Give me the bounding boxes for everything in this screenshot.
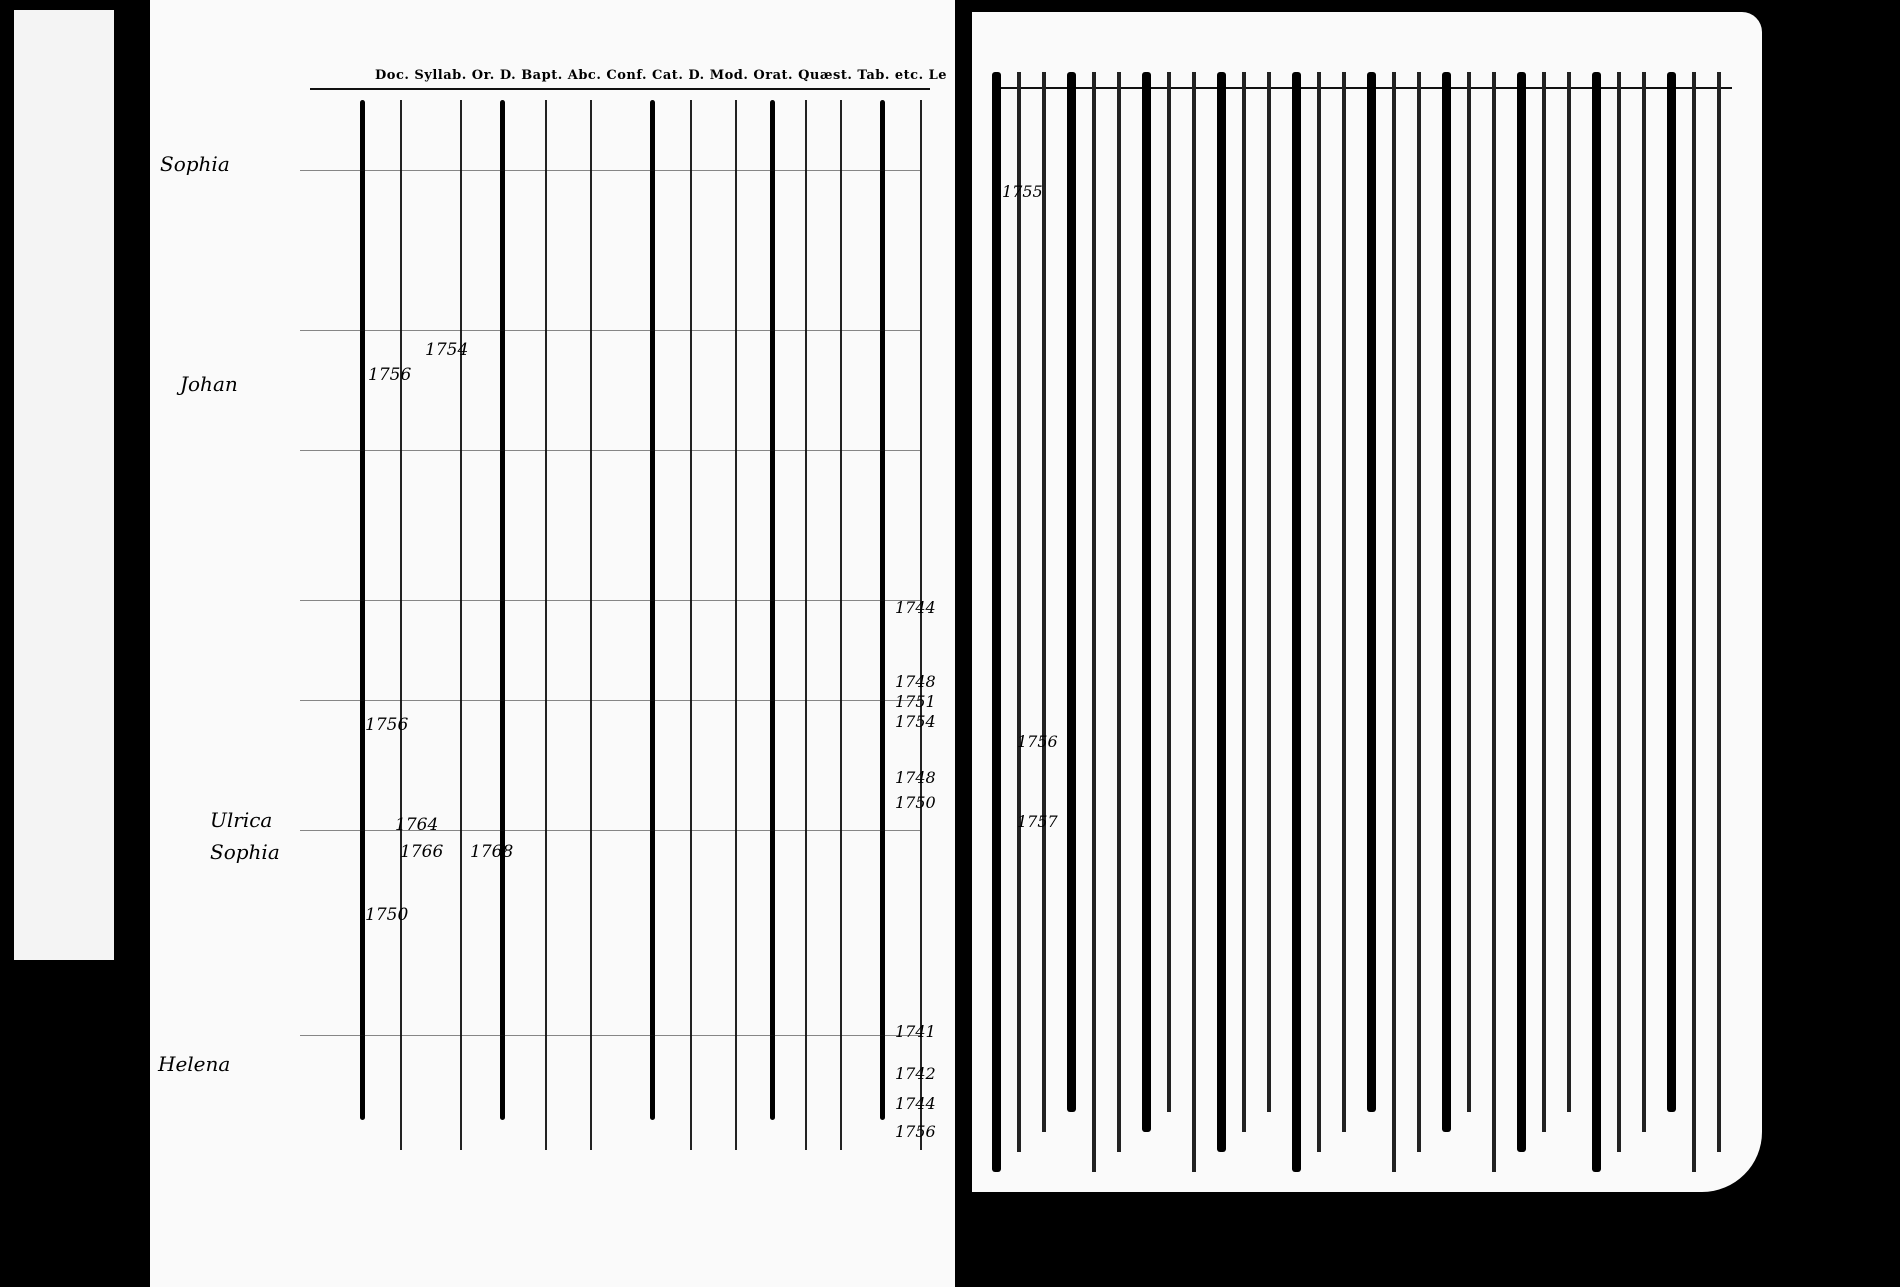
row-rule [300, 600, 920, 601]
header-rule [310, 88, 930, 90]
date-entry: 1766 [400, 842, 444, 862]
column-rule [770, 100, 775, 1120]
column-rule [840, 100, 842, 1150]
year-entry: 1756 [895, 1122, 936, 1141]
column-rule [992, 72, 1001, 1172]
row-rule [300, 1035, 920, 1036]
note-entry: 1755 [1002, 182, 1043, 201]
column-rule [1192, 72, 1196, 1172]
name-entry: Ulrica [210, 808, 273, 832]
column-rule [460, 100, 462, 1150]
column-rule [1617, 72, 1621, 1152]
column-rule [1592, 72, 1601, 1172]
year-entry: 1741 [895, 1022, 936, 1041]
column-rule [1292, 72, 1301, 1172]
column-rule [1092, 72, 1096, 1172]
column-rule [1417, 72, 1421, 1152]
column-rule [1492, 72, 1496, 1172]
name-entry: Sophia [160, 152, 230, 176]
column-rule [1667, 72, 1676, 1112]
note-entry: 1757 [1017, 812, 1058, 831]
date-entry: 1756 [368, 365, 412, 385]
column-rule [1142, 72, 1151, 1132]
column-rule [805, 100, 807, 1150]
column-rule [1342, 72, 1346, 1132]
column-rule [360, 100, 365, 1120]
column-rule [1267, 72, 1271, 1112]
column-rule [1642, 72, 1646, 1132]
column-rule [1517, 72, 1526, 1152]
name-entry: Johan [180, 372, 238, 396]
year-entry: 1750 [895, 793, 936, 812]
year-entry: 1748 [895, 768, 936, 787]
year-entry: 1748 [895, 672, 936, 691]
column-rule [1017, 72, 1021, 1152]
column-rule [1317, 72, 1321, 1152]
column-rule [500, 100, 505, 1120]
column-header: Doc. Syllab. Or. D. Bapt. Abc. Conf. Cat… [375, 68, 948, 83]
year-entry: 1751 [895, 692, 936, 711]
column-rule [1067, 72, 1076, 1112]
date-entry: 1768 [470, 842, 514, 862]
column-rule [690, 100, 692, 1150]
column-rule [1692, 72, 1696, 1172]
column-rule [1717, 72, 1721, 1152]
column-rule [400, 100, 402, 1150]
year-entry: 1754 [895, 712, 936, 731]
header-rule [992, 87, 1732, 89]
date-entry: 1754 [425, 340, 469, 360]
book-spine [955, 0, 972, 1287]
column-rule [590, 100, 592, 1150]
column-rule [880, 100, 885, 1120]
column-rule [650, 100, 655, 1120]
column-rule [920, 100, 922, 1150]
row-rule [300, 700, 920, 701]
row-rule [300, 830, 920, 831]
row-rule [300, 330, 920, 331]
column-rule [735, 100, 737, 1150]
name-entry: Helena [158, 1052, 231, 1076]
date-entry: 1750 [365, 905, 409, 925]
column-rule [1367, 72, 1376, 1112]
row-rule [300, 170, 920, 171]
column-rule [1167, 72, 1171, 1112]
note-entry: 1756 [1017, 732, 1058, 751]
column-rule [1217, 72, 1226, 1152]
left-ledger-page: Doc. Syllab. Or. D. Bapt. Abc. Conf. Cat… [150, 0, 955, 1287]
name-entry: Sophia [210, 840, 280, 864]
row-rule [300, 450, 920, 451]
column-rule [1467, 72, 1471, 1112]
column-rule [1042, 72, 1046, 1132]
adjacent-page-strip [14, 10, 114, 960]
column-rule [1442, 72, 1451, 1132]
column-rule [1242, 72, 1246, 1132]
right-ledger-page: 1755 1756 1757 [972, 12, 1762, 1192]
year-entry: 1744 [895, 1094, 936, 1113]
date-entry: 1756 [365, 715, 409, 735]
year-entry: 1744 [895, 598, 936, 617]
column-rule [1117, 72, 1121, 1152]
year-entry: 1742 [895, 1064, 936, 1083]
column-rule [1542, 72, 1546, 1132]
date-entry: 1764 [395, 815, 439, 835]
column-rule [545, 100, 547, 1150]
column-rule [1392, 72, 1396, 1172]
column-rule [1567, 72, 1571, 1112]
